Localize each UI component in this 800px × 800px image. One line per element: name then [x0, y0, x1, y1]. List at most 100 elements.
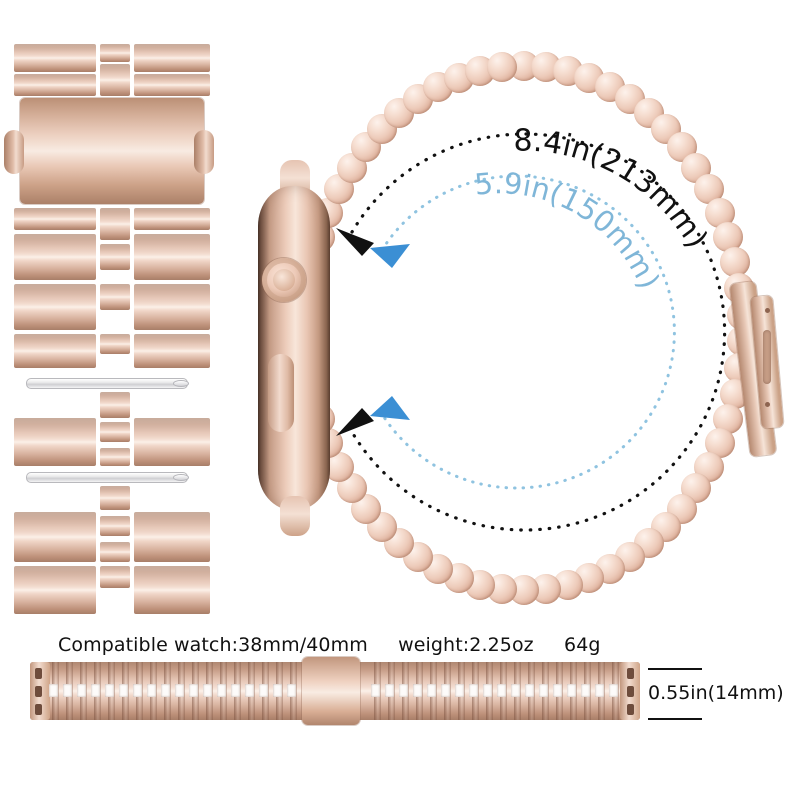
clasp-slot: [763, 330, 771, 384]
flat-band-notch: [245, 684, 254, 697]
flat-band-left-end: [30, 662, 50, 720]
link-segment: [100, 208, 130, 240]
flat-band-notch: [581, 684, 590, 697]
end-link-hole: [35, 668, 42, 679]
link-segment: [134, 74, 210, 96]
link-segment: [134, 284, 210, 330]
bracelet-loop: [300, 51, 757, 605]
flat-band-notch: [441, 684, 450, 697]
flat-band-notch: [273, 684, 282, 697]
clasp-barrel: [20, 98, 204, 204]
flat-band-notch: [595, 684, 604, 697]
flat-band-notch: [385, 684, 394, 697]
end-link-hole: [35, 704, 42, 715]
clasp-knob-left: [4, 130, 24, 174]
link-segment: [134, 512, 210, 562]
height-tick-bottom: [648, 718, 702, 720]
flat-band-notch: [217, 684, 226, 697]
link-segment: [100, 516, 130, 536]
link-segment: [100, 566, 130, 588]
flat-band-notch: [147, 684, 156, 697]
loop-bead: [486, 52, 517, 83]
flat-band-notch: [511, 684, 520, 697]
height-tick-top: [648, 668, 702, 670]
flat-band-notch: [161, 684, 170, 697]
spring-bar-pin: [26, 472, 189, 483]
link-segment: [100, 64, 130, 96]
link-segment: [100, 486, 130, 510]
flat-band-notch: [119, 684, 128, 697]
digital-crown: [262, 258, 306, 302]
link-segment: [14, 284, 96, 330]
spec-text-line: Compatible watch:38mm/40mm weight:2.25oz…: [58, 634, 601, 656]
clasp-pin-dot: [765, 308, 770, 313]
weight-text: weight:2.25oz: [398, 634, 534, 656]
flat-band-notch: [133, 684, 142, 697]
flat-band-notch: [77, 684, 86, 697]
link-segment: [134, 566, 210, 614]
flat-band-notch: [609, 684, 618, 697]
link-segment: [14, 234, 96, 280]
link-segment: [100, 284, 130, 310]
link-segment: [14, 418, 96, 466]
flat-band-notch: [469, 684, 478, 697]
clasp-knob-right: [194, 130, 214, 174]
flat-band-notch: [105, 684, 114, 697]
link-segment: [100, 392, 130, 418]
flat-band-notch: [399, 684, 408, 697]
link-segment: [100, 334, 130, 354]
flat-band-notch: [483, 684, 492, 697]
flat-band-notch: [203, 684, 212, 697]
end-link-hole: [35, 686, 42, 697]
clasp-pin-dot: [765, 402, 770, 407]
link-segment: [100, 542, 130, 562]
flat-band-notch: [259, 684, 268, 697]
flat-band-notch: [371, 684, 380, 697]
flat-band-notch: [553, 684, 562, 697]
link-segment: [134, 208, 210, 230]
band-width-label: 0.55in(14mm): [648, 682, 784, 704]
weight-grams-text: 64g: [564, 634, 601, 656]
flat-band-notch: [287, 684, 296, 697]
flat-band-notch: [427, 684, 436, 697]
end-link-hole: [627, 668, 634, 679]
bracelet-links-detail: [4, 44, 214, 614]
flat-band-notch: [175, 684, 184, 697]
link-segment: [100, 448, 130, 466]
link-segment: [14, 44, 96, 72]
end-link-hole: [627, 704, 634, 715]
link-segment: [100, 44, 130, 62]
link-segment: [100, 422, 130, 442]
link-segment: [14, 566, 96, 614]
flat-band-notch: [497, 684, 506, 697]
flat-band-notch: [455, 684, 464, 697]
watch-case-side-profile: [258, 160, 330, 536]
link-segment: [14, 208, 96, 230]
link-segment: [134, 234, 210, 280]
compatible-watch-text: Compatible watch:38mm/40mm: [58, 634, 368, 656]
flat-band-view: [30, 657, 640, 725]
flat-band-notch: [539, 684, 548, 697]
end-link-hole: [627, 686, 634, 697]
flat-band-notch: [413, 684, 422, 697]
flat-band-right-end: [620, 662, 640, 720]
flat-band-notch: [231, 684, 240, 697]
flat-band-notch: [567, 684, 576, 697]
flat-band-notch: [189, 684, 198, 697]
side-button: [268, 354, 294, 432]
crown-center: [273, 269, 295, 291]
link-segment: [134, 44, 210, 72]
flat-band-center-clasp: [302, 657, 360, 725]
link-segment: [14, 512, 96, 562]
link-segment: [14, 334, 96, 368]
spring-bar-pin: [26, 378, 189, 389]
link-segment: [100, 244, 130, 270]
link-segment: [134, 418, 210, 466]
link-segment: [134, 334, 210, 368]
fold-over-clasp: [729, 281, 784, 462]
flat-band-notch: [49, 684, 58, 697]
flat-band-notch: [63, 684, 72, 697]
flat-band-notch: [91, 684, 100, 697]
lug-bottom: [280, 496, 310, 536]
